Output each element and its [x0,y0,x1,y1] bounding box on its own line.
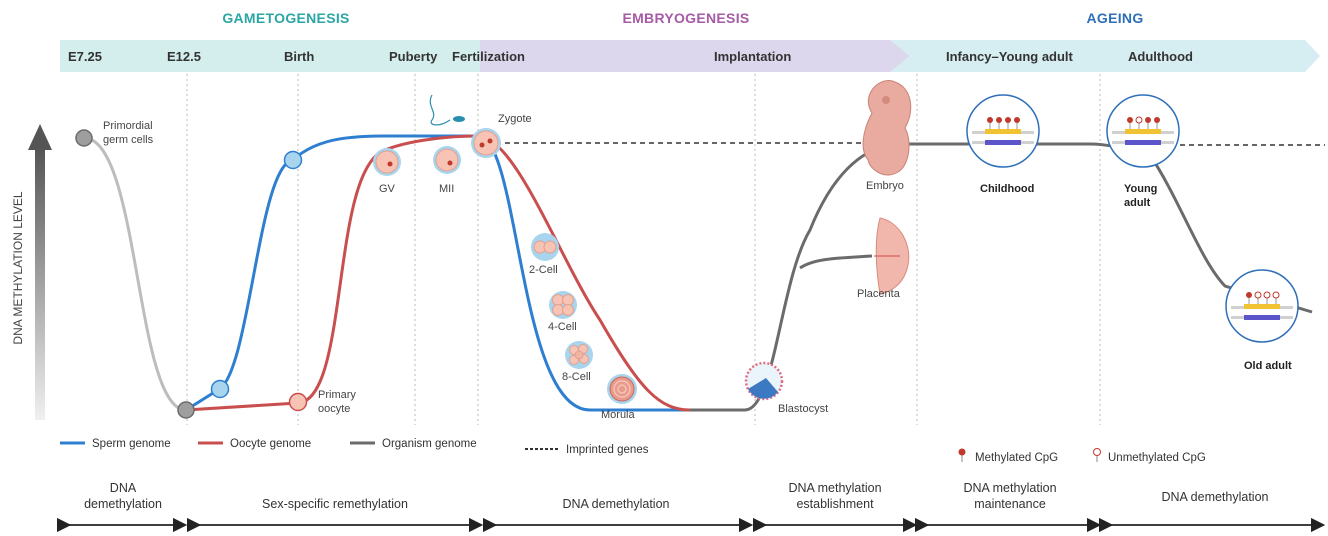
blastocyst-label: Blastocyst [778,403,828,415]
sperm-icon [429,94,465,126]
bottom-label-2: Sex-specific remethylation [262,497,408,511]
pgc-node [75,129,93,147]
old-adult-label: Old adult [1244,360,1292,372]
legend-methylated: Methylated CpG [975,452,1058,464]
phase-ageing: AGEING [1086,10,1143,26]
timeline-banner [60,40,1320,72]
placenta-label: Placenta [857,288,901,300]
pgc-curve [83,136,187,412]
timeline-guides [186,74,1101,425]
legend-oocyte: Oocyte genome [230,438,311,450]
cell-4-embryo [549,291,577,319]
young-adult-cpg-inset [1106,94,1180,168]
cell2-label: 2-Cell [529,264,558,276]
young-adult-label-2: adult [1124,197,1151,209]
mii-label: MII [439,183,454,195]
embryo-label: Embryo [866,180,904,192]
young-adult-label: Young [1124,183,1157,195]
timeline-adulthood: Adulthood [1128,49,1193,64]
timeline-fertilization: Fertilization [452,49,525,64]
sperm-genome-curve [185,134,690,412]
pgc-label: Primordial [103,120,153,132]
blastocyst-embryo [744,361,784,401]
mii-oocyte [433,146,461,174]
legend-organism: Organism genome [382,438,477,450]
timeline-e125: E12.5 [167,49,201,64]
childhood-label: Childhood [980,183,1034,195]
sperm-node-2 [283,150,303,170]
gv-oocyte [373,148,401,176]
cell4-label: 4-Cell [548,321,577,333]
timeline-birth: Birth [284,49,314,64]
bottom-label-3: DNA demethylation [562,497,669,511]
bottom-label-1b: demethylation [84,497,162,511]
timeline-infancy: Infancy–Young adult [946,49,1074,64]
zygote-label: Zygote [498,113,532,125]
cell8-label: 8-Cell [562,371,591,383]
y-axis-arrow [28,124,52,420]
placenta-illustration [874,217,910,295]
y-axis-label: DNA METHYLATION LEVEL [11,191,25,344]
zygote-cell [471,128,501,158]
cell-8-embryo [565,341,593,369]
timeline-implantation: Implantation [714,49,791,64]
phase-gametogenesis: GAMETOGENESIS [222,10,349,26]
bottom-label-6: DNA demethylation [1161,490,1268,504]
bottom-label-4b: establishment [796,497,874,511]
e125-node [177,401,195,419]
timeline-e725: E7.25 [68,49,102,64]
phase-embryogenesis: EMBRYOGENESIS [622,10,749,26]
morula-embryo [607,374,637,404]
pgc-label-2: germ cells [103,134,154,146]
legend [60,441,1101,462]
bottom-label-4: DNA methylation [788,481,881,495]
legend-unmethylated: Unmethylated CpG [1108,452,1206,464]
timeline-puberty: Puberty [389,49,438,64]
bottom-label-1: DNA [110,481,137,495]
bottom-label-5: DNA methylation [963,481,1056,495]
primary-oocyte-label-2: oocyte [318,403,350,415]
childhood-cpg-inset [966,94,1040,168]
legend-sperm: Sperm genome [92,438,171,450]
placenta-branch-curve [799,254,873,270]
gv-label: GV [379,183,396,195]
primary-oocyte-label: Primary [318,389,356,401]
legend-imprinted: Imprinted genes [566,444,649,456]
old-adult-cpg-inset [1225,269,1299,343]
bottom-label-5b: maintenance [974,497,1046,511]
morula-label: Morula [601,409,636,421]
cell-2-embryo [531,233,559,261]
embryo-illustration [862,80,912,176]
primary-oocyte-node [288,392,308,412]
oocyte-genome-curve [185,134,691,412]
sperm-node-1 [210,379,230,399]
